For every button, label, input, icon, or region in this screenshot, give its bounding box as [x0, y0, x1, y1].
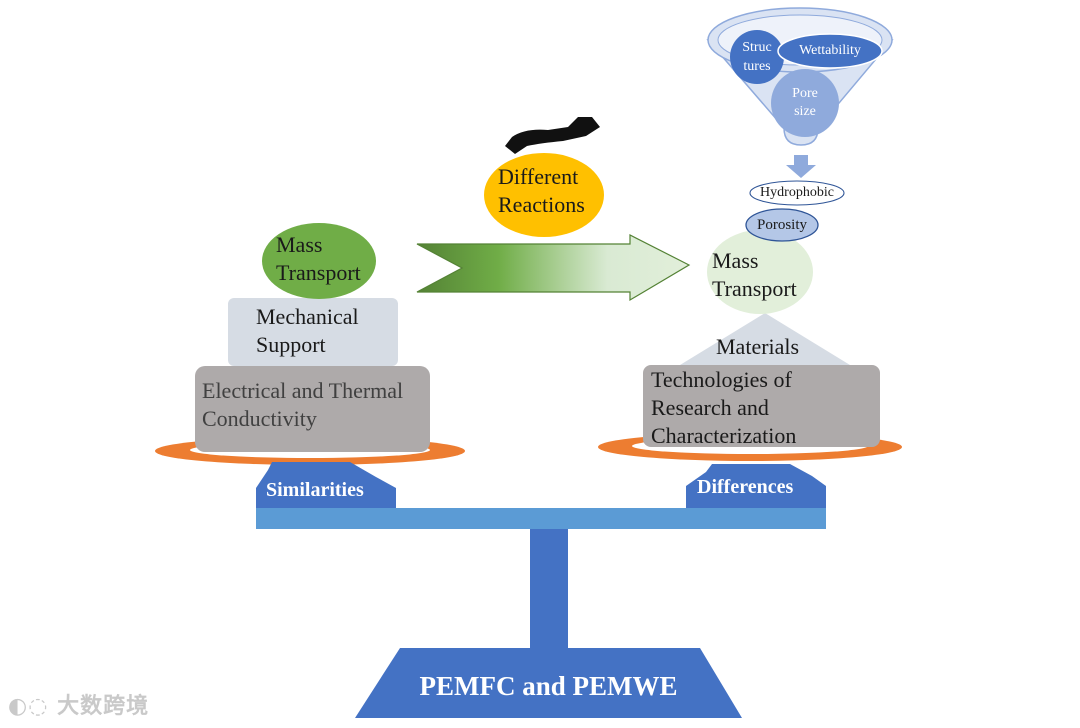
- down-arrow-icon: [786, 155, 816, 178]
- base-label: PEMFC and PEMWE: [419, 671, 678, 701]
- pore-size-label: Pore size: [792, 86, 818, 119]
- watermark: ◐◌ 大数跨境: [8, 688, 149, 720]
- transition-arrow: [416, 234, 691, 302]
- mass-transport-right-label: Mass Transport: [712, 248, 797, 301]
- balance-post: [530, 528, 568, 650]
- technologies-box: [643, 365, 880, 447]
- mechanical-support-box: [228, 298, 398, 366]
- mass-transport-circle-right: [707, 230, 813, 314]
- watermark-text: 大数跨境: [57, 694, 150, 719]
- hydrophobic-oval: [749, 180, 845, 206]
- materials-triangle: [680, 313, 850, 365]
- porosity-oval: [745, 208, 819, 242]
- porosity-label: Porosity: [756, 217, 807, 233]
- structures-circle: [730, 30, 784, 84]
- balance-beam: [256, 508, 826, 529]
- materials-label: Materials: [716, 334, 800, 359]
- wettability-label: Wettability: [799, 43, 861, 58]
- mass-transport-circle-left: [262, 223, 376, 299]
- watermark-logo-icon: ◐◌: [8, 694, 58, 719]
- hydrophobic-label: Hydrophobic: [760, 185, 834, 200]
- conductivity-label: Electrical and Thermal Conductivity: [202, 378, 404, 431]
- hand-icon: [505, 117, 600, 154]
- similarities-tag: Similarities: [266, 479, 364, 501]
- pore-size-circle: [771, 69, 839, 137]
- wettability-oval: [777, 33, 883, 69]
- different-reactions-label: Different Reactions: [498, 164, 585, 217]
- left-pan-stand: [256, 462, 396, 508]
- different-reactions-circle: [484, 153, 604, 237]
- technologies-label: Technologies of Research and Characteriz…: [651, 367, 797, 448]
- conductivity-box: [195, 366, 430, 452]
- base-pedestal: [355, 648, 742, 718]
- structures-label: Struc tures: [742, 40, 772, 74]
- mass-transport-left-label: Mass Transport: [276, 232, 361, 285]
- right-pan-stand: [686, 464, 826, 508]
- differences-tag: Differences: [697, 476, 794, 498]
- mechanical-support-label: Mechanical Support: [256, 304, 359, 357]
